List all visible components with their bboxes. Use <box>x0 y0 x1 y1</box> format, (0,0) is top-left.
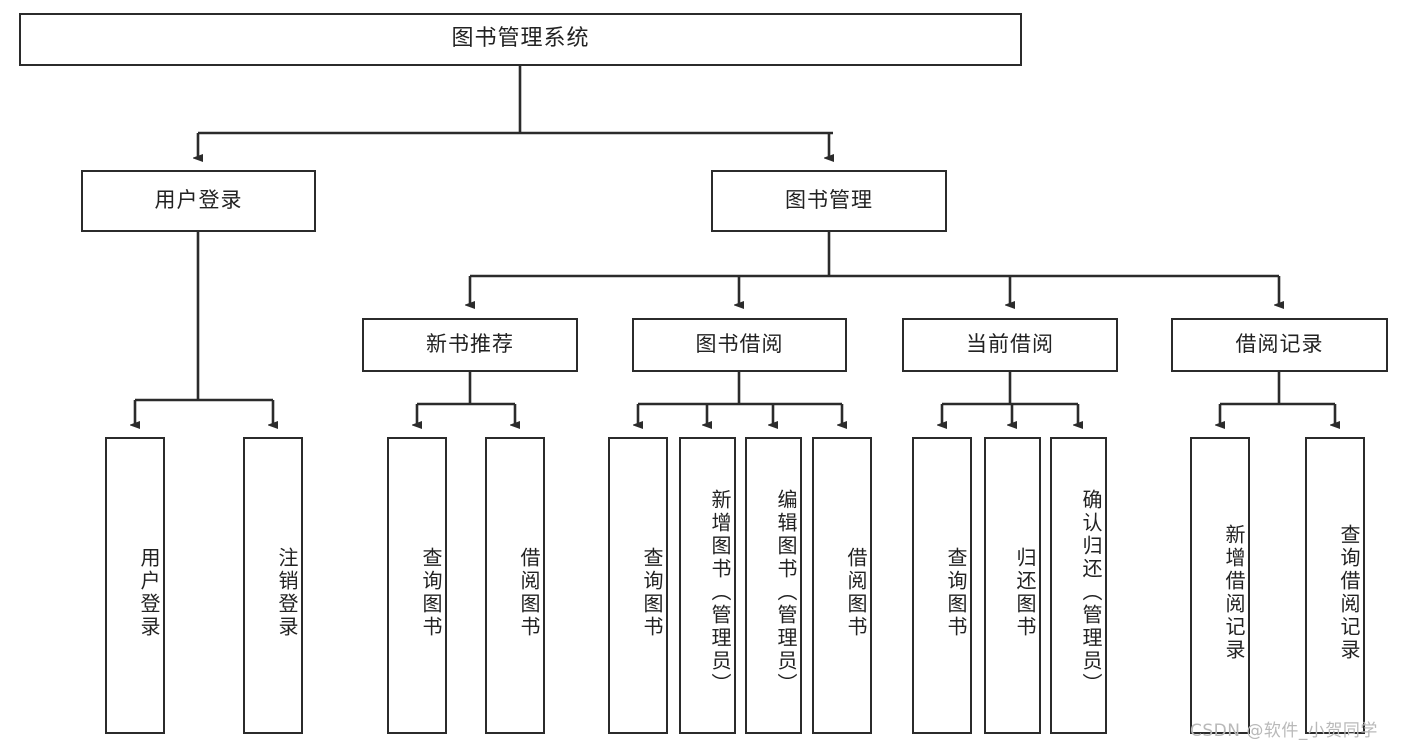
leaf-borrow-book[interactable]: 借阅图书 <box>812 437 872 734</box>
leaf-add-borrow-record[interactable]: 新增借阅记录 <box>1190 437 1250 734</box>
node-book-borrow[interactable]: 图书借阅 <box>632 318 847 372</box>
leaf-add-book-admin-label: 新增图书（管理员） <box>708 489 732 696</box>
leaf-query-borrow-record[interactable]: 查询借阅记录 <box>1305 437 1365 734</box>
leaf-logout-label: 注销登录 <box>275 546 299 639</box>
node-current-borrow-label: 当前借阅 <box>966 332 1054 357</box>
leaf-user-login-label: 用户登录 <box>137 546 161 639</box>
node-current-borrow[interactable]: 当前借阅 <box>902 318 1118 372</box>
node-book-management[interactable]: 图书管理 <box>711 170 947 232</box>
leaf-edit-book-admin[interactable]: 编辑图书（管理员） <box>745 437 802 734</box>
node-book-management-label: 图书管理 <box>785 188 873 213</box>
leaf-add-book-admin[interactable]: 新增图书（管理员） <box>679 437 736 734</box>
leaf-query-book-current-label: 查询图书 <box>944 546 968 639</box>
leaf-query-book-borrow[interactable]: 查询图书 <box>608 437 668 734</box>
node-root[interactable]: 图书管理系统 <box>19 13 1022 66</box>
watermark: CSDN @软件_小贺同学 <box>1190 721 1378 741</box>
leaf-borrow-book-label: 借阅图书 <box>844 546 868 639</box>
leaf-query-book-borrow-label: 查询图书 <box>640 546 664 639</box>
leaf-edit-book-admin-label: 编辑图书（管理员） <box>774 489 798 696</box>
node-borrow-record[interactable]: 借阅记录 <box>1171 318 1388 372</box>
node-new-book-recommend[interactable]: 新书推荐 <box>362 318 578 372</box>
leaf-query-book-recommend-label: 查询图书 <box>419 546 443 639</box>
leaf-borrow-book-recommend[interactable]: 借阅图书 <box>485 437 545 734</box>
node-user-login[interactable]: 用户登录 <box>81 170 316 232</box>
leaf-user-login[interactable]: 用户登录 <box>105 437 165 734</box>
node-root-label: 图书管理系统 <box>451 26 590 52</box>
node-user-login-label: 用户登录 <box>154 188 243 213</box>
leaf-borrow-book-recommend-label: 借阅图书 <box>517 546 541 639</box>
leaf-return-book[interactable]: 归还图书 <box>984 437 1041 734</box>
leaf-query-borrow-record-label: 查询借阅记录 <box>1337 523 1361 662</box>
leaf-confirm-return-admin-label: 确认归还（管理员） <box>1079 489 1103 696</box>
leaf-logout[interactable]: 注销登录 <box>243 437 303 734</box>
leaf-add-borrow-record-label: 新增借阅记录 <box>1222 523 1246 662</box>
leaf-confirm-return-admin[interactable]: 确认归还（管理员） <box>1050 437 1107 734</box>
leaf-query-book-recommend[interactable]: 查询图书 <box>387 437 447 734</box>
leaf-return-book-label: 归还图书 <box>1013 546 1037 639</box>
leaf-query-book-current[interactable]: 查询图书 <box>912 437 972 734</box>
node-new-book-recommend-label: 新书推荐 <box>426 332 514 357</box>
node-book-borrow-label: 图书借阅 <box>695 332 784 357</box>
node-borrow-record-label: 借阅记录 <box>1235 332 1324 357</box>
